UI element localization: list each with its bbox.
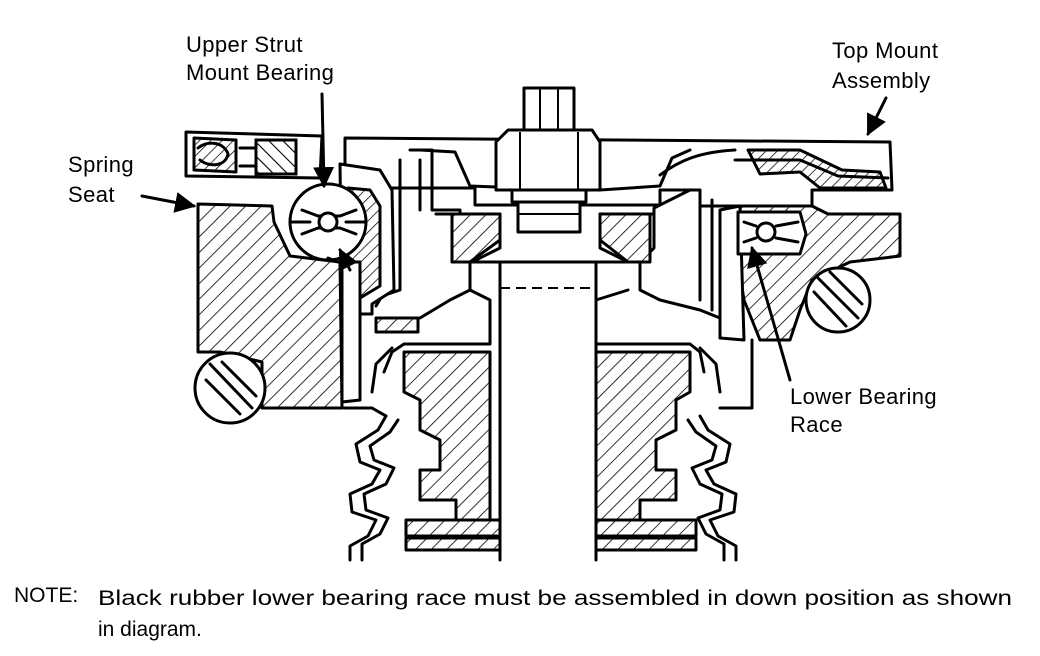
leader-arrows <box>140 92 888 382</box>
label-upper-strut-mount-bearing-1: Upper Strut <box>186 32 303 57</box>
dust-boot-bellows <box>348 414 738 562</box>
label-spring-seat-1: Spring <box>68 152 134 177</box>
spring-coil-left <box>193 351 267 425</box>
jounce-bumper-left <box>402 350 502 552</box>
upper-bearing-left <box>288 182 368 262</box>
note-prefix: NOTE: <box>14 584 78 607</box>
label-top-mount-assembly-2: Assembly <box>832 68 931 93</box>
note-line-2: in diagram. <box>98 618 202 641</box>
dust-cup <box>342 288 754 418</box>
top-mount-plate <box>343 136 894 208</box>
left-mount-flange <box>184 130 324 180</box>
strut-nut <box>494 86 602 234</box>
label-lower-bearing-race-1: Lower Bearing <box>790 384 937 409</box>
inner-bushing-shell <box>374 148 722 320</box>
label-upper-strut-mount-bearing-2: Mount Bearing <box>186 60 334 85</box>
lower-bearing-right <box>736 210 808 256</box>
label-top-mount-assembly-1: Top Mount <box>832 38 938 63</box>
label-lower-bearing-race-2: Race <box>790 412 843 437</box>
label-spring-seat-2: Seat <box>68 182 115 207</box>
jounce-bumper-right <box>594 350 698 552</box>
note-line-1: Black rubber lower bearing race must be … <box>98 587 1012 610</box>
